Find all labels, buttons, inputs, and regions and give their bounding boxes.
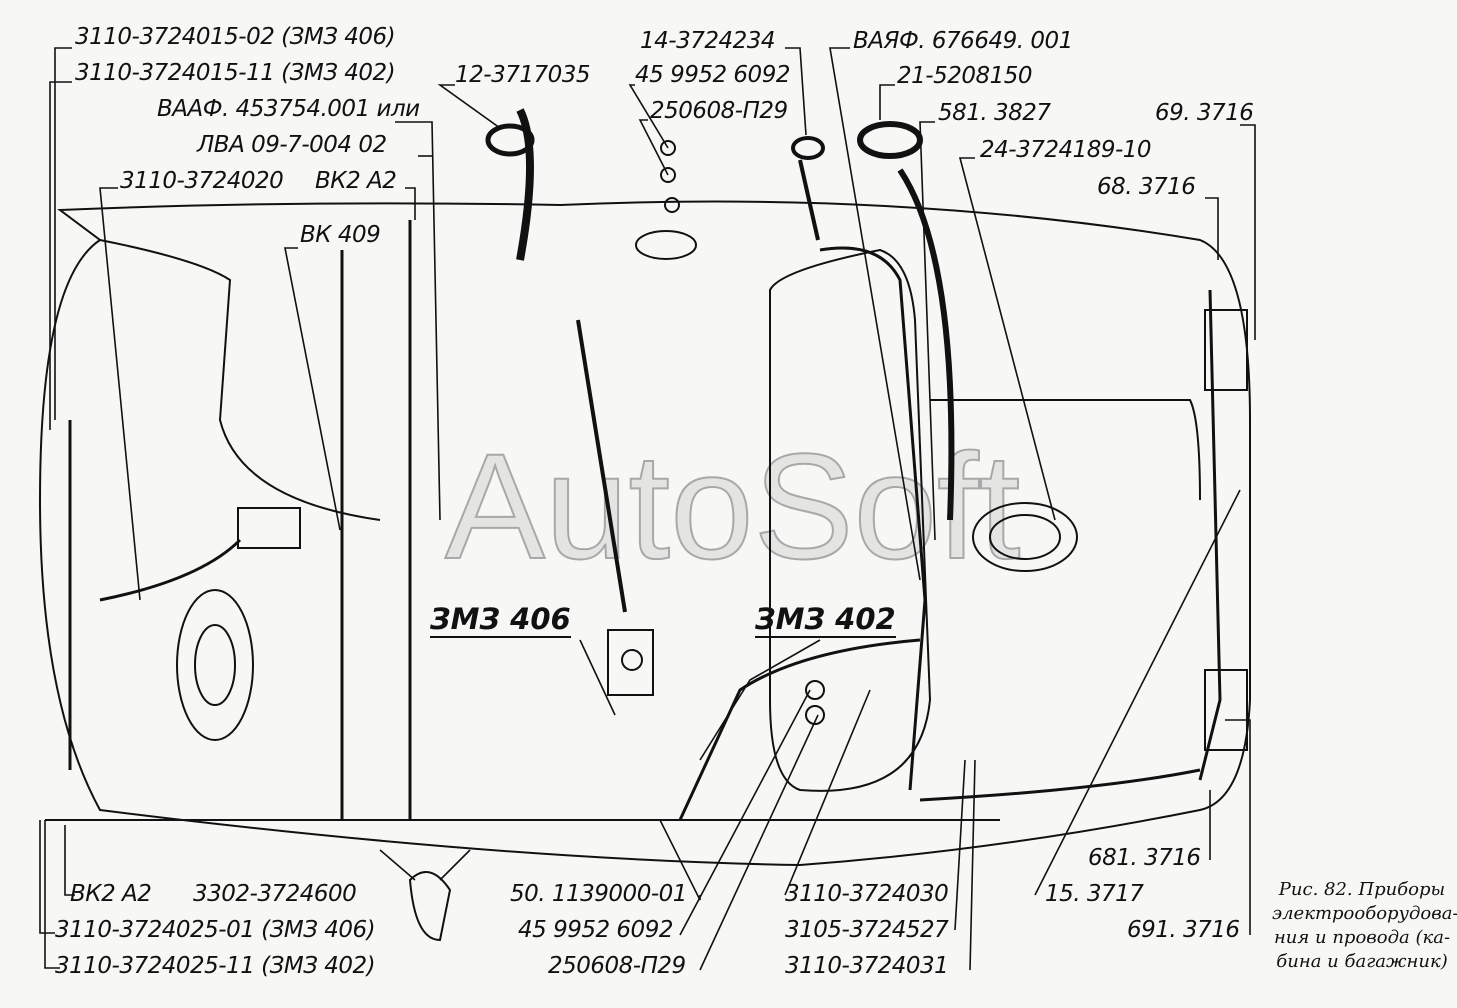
label-part-5813827: 581. 3827 <box>938 100 1051 126</box>
label-nut-bottom: 45 9952 6092 <box>518 917 673 943</box>
label-vayaf: ВАЯФ. 676649. 001 <box>853 28 1073 54</box>
label-clip-3724600: 3302-3724600 <box>193 881 357 907</box>
label-engine-406: ЗМЗ 406 <box>430 602 571 638</box>
label-vk2a2-bottom: ВК2 А2 <box>70 881 152 907</box>
caption-line: бина и багажник) <box>1276 951 1448 972</box>
label-washer-bottom: 250608-П29 <box>548 953 686 979</box>
harness-lines <box>68 108 1222 821</box>
label-washer-top: 250608-П29 <box>650 98 788 124</box>
label-lamp-69: 69. 3716 <box>1155 100 1254 126</box>
label-lamp-68: 68. 3716 <box>1097 174 1196 200</box>
label-part-5208150: 21-5208150 <box>897 63 1033 89</box>
label-harness-025-11: 3110-3724025-11 (ЗМЗ 402) <box>55 953 376 979</box>
label-part-3724234: 14-3724234 <box>640 28 776 54</box>
grommets <box>408 121 923 942</box>
caption-line: электрооборудова- <box>1272 903 1457 924</box>
label-harness-3724527: 3105-3724527 <box>785 917 949 943</box>
label-lamp-681: 681. 3716 <box>1088 845 1201 871</box>
caption-line: Рис. 82. Приборы <box>1278 879 1446 900</box>
figure-caption: Рис. 82. Приборы электрооборудова- ния и… <box>1272 878 1457 974</box>
car-body-outline <box>38 200 1251 867</box>
label-harness-3724031: 3110-3724031 <box>785 953 949 979</box>
label-lva: ЛВА 09-7-004 02 <box>197 132 387 158</box>
label-engine-402: ЗМЗ 402 <box>755 602 896 638</box>
label-part-1139000: 50. 1139000-01 <box>510 881 687 907</box>
leader-lines <box>39 47 1256 971</box>
label-top-left-2: 3110-3724015-11 (ЗМЗ 402) <box>75 60 396 86</box>
label-harness-025-01: 3110-3724025-01 (ЗМЗ 406) <box>55 917 376 943</box>
label-part-3724189: 24-3724189-10 <box>980 137 1152 163</box>
label-vk2a2-top: ВК2 А2 <box>315 168 397 194</box>
label-lamp-691: 691. 3716 <box>1127 917 1240 943</box>
label-lamp-15-3717: 15. 3717 <box>1045 881 1144 907</box>
caption-line: ния и провода (ка- <box>1273 927 1451 948</box>
label-top-left-1: 3110-3724015-02 (ЗМЗ 406) <box>75 24 396 50</box>
label-vaaf: ВААФ. 453754.001 или <box>157 96 420 122</box>
label-harness-3724020: 3110-3724020 <box>120 168 284 194</box>
label-nut-top: 45 9952 6092 <box>635 62 790 88</box>
label-grommet-3717035: 12-3717035 <box>455 62 591 88</box>
label-harness-3724030: 3110-3724030 <box>785 881 949 907</box>
label-vk409: ВК 409 <box>300 222 381 248</box>
